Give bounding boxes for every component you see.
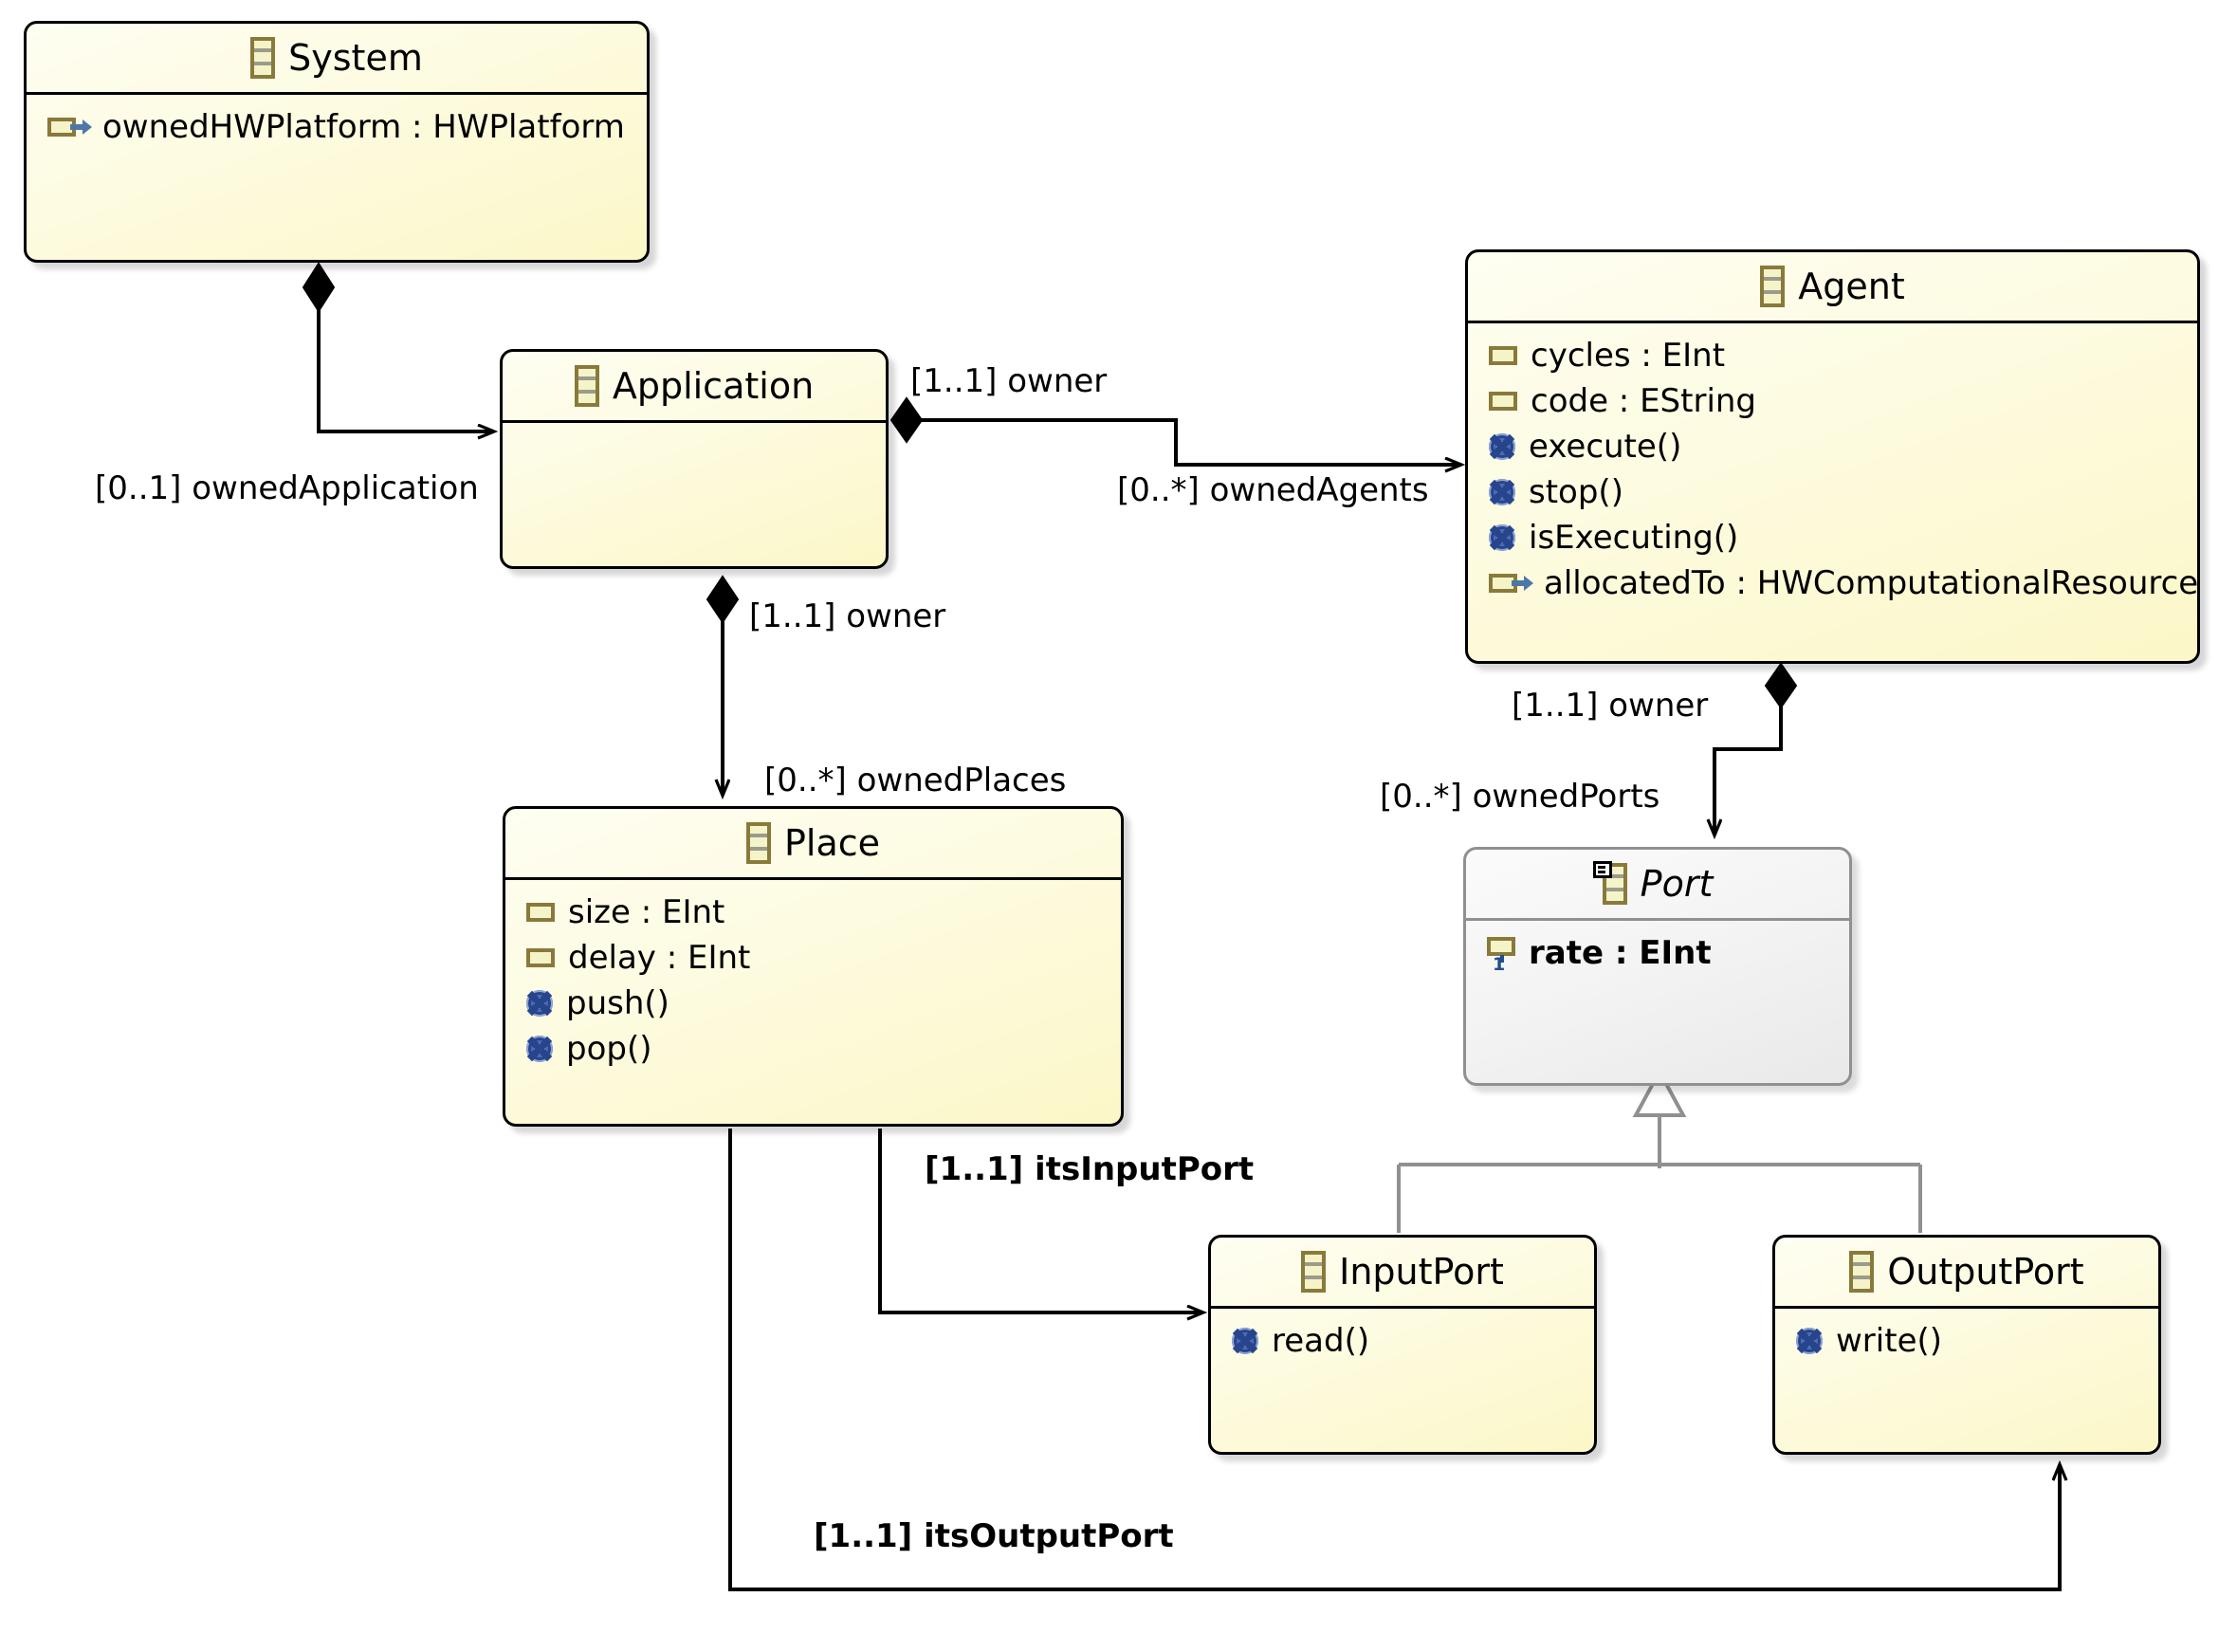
edge-label-its-output-port: [1..1] itsOutputPort xyxy=(814,1517,1174,1555)
edge-label-its-input-port: [1..1] itsInputPort xyxy=(925,1150,1255,1188)
member-label: stop() xyxy=(1529,473,1623,511)
edge-label-owned-places: [0..*] ownedPlaces xyxy=(764,762,1067,799)
abstract-class-icon xyxy=(1592,861,1627,905)
member-row: delay : EInt xyxy=(526,935,1121,981)
member-row: stop() xyxy=(1489,469,2197,515)
class-body-system: ownedHWPlatform : HWPlatform xyxy=(27,95,647,150)
member-row: 1 rate : EInt xyxy=(1487,930,1849,976)
class-header-port: Port xyxy=(1466,850,1849,921)
class-box-port[interactable]: Port 1 rate : EInt xyxy=(1463,847,1852,1086)
class-icon xyxy=(574,365,599,407)
operation-icon xyxy=(1796,1328,1823,1354)
class-icon xyxy=(1760,266,1786,307)
class-icon xyxy=(1301,1251,1327,1293)
edge-label-owner-port: [1..1] owner xyxy=(1512,687,1709,725)
class-header-outputport: OutputPort xyxy=(1775,1238,2158,1309)
member-row: ownedHWPlatform : HWPlatform xyxy=(47,104,647,150)
class-box-outputport[interactable]: OutputPort write() xyxy=(1772,1235,2161,1455)
class-name-application: Application xyxy=(612,365,815,407)
class-body-application xyxy=(503,423,886,432)
class-header-place: Place xyxy=(505,809,1121,880)
operation-icon xyxy=(1489,479,1515,505)
class-box-inputport[interactable]: InputPort read() xyxy=(1208,1235,1597,1455)
member-label: execute() xyxy=(1529,428,1682,466)
member-label: size : EInt xyxy=(568,893,725,931)
member-row: write() xyxy=(1796,1318,2158,1364)
class-name-inputport: InputPort xyxy=(1339,1251,1504,1293)
operation-icon xyxy=(526,1036,553,1062)
edge-label-owner-place: [1..1] owner xyxy=(749,597,946,635)
class-name-outputport: OutputPort xyxy=(1887,1251,2084,1293)
class-name-agent: Agent xyxy=(1798,266,1905,307)
link-application-agent xyxy=(889,396,1460,465)
class-body-place: size : EInt delay : EInt push() pop() xyxy=(505,880,1121,1072)
class-body-inputport: read() xyxy=(1211,1309,1594,1364)
member-row: cycles : EInt xyxy=(1489,333,2197,378)
member-row: pop() xyxy=(526,1026,1121,1072)
member-row: size : EInt xyxy=(526,890,1121,935)
attribute-icon xyxy=(1489,346,1517,365)
class-name-system: System xyxy=(288,37,423,79)
reference-icon xyxy=(47,118,92,137)
member-row: push() xyxy=(526,981,1121,1026)
class-icon xyxy=(250,37,276,79)
class-box-system[interactable]: System ownedHWPlatform : HWPlatform xyxy=(24,21,650,263)
operation-icon xyxy=(1489,524,1515,551)
class-header-application: Application xyxy=(503,352,886,423)
member-label: isExecuting() xyxy=(1529,519,1739,557)
class-body-port: 1 rate : EInt xyxy=(1466,921,1849,976)
class-box-agent[interactable]: Agent cycles : EInt code : EString execu… xyxy=(1465,249,2200,664)
link-system-application xyxy=(302,262,493,431)
class-icon xyxy=(1849,1251,1875,1293)
edge-label-owned-application: [0..1] ownedApplication xyxy=(95,469,479,507)
class-header-agent: Agent xyxy=(1468,252,2197,323)
class-icon xyxy=(745,822,771,864)
member-row: code : EString xyxy=(1489,378,2197,424)
member-label: code : EString xyxy=(1531,382,1757,420)
member-row: isExecuting() xyxy=(1489,515,2197,560)
member-row: allocatedTo : HWComputationalResource xyxy=(1489,560,2197,606)
class-header-system: System xyxy=(27,24,647,95)
operation-icon xyxy=(526,990,553,1017)
edge-label-owner-agent: [1..1] owner xyxy=(910,362,1108,400)
reference-icon xyxy=(1489,574,1533,593)
class-name-place: Place xyxy=(783,822,881,864)
member-label: rate : EInt xyxy=(1529,934,1712,972)
member-label: allocatedTo : HWComputationalResource xyxy=(1544,564,2199,602)
class-box-place[interactable]: Place size : EInt delay : EInt push() po… xyxy=(503,806,1124,1127)
abstract-badge-icon xyxy=(1592,861,1612,878)
member-label: push() xyxy=(566,984,669,1022)
attribute-icon: 1 xyxy=(1487,937,1515,974)
class-header-inputport: InputPort xyxy=(1211,1238,1594,1309)
member-label: ownedHWPlatform : HWPlatform xyxy=(102,108,625,146)
member-row: execute() xyxy=(1489,424,2197,469)
edge-label-owned-ports: [0..*] ownedPorts xyxy=(1380,778,1660,816)
class-body-outputport: write() xyxy=(1775,1309,2158,1364)
link-generalization-port xyxy=(1397,1067,1922,1233)
member-label: delay : EInt xyxy=(568,939,751,977)
attribute-icon xyxy=(1489,392,1517,411)
member-row: read() xyxy=(1232,1318,1594,1364)
edge-label-owned-agents: [0..*] ownedAgents xyxy=(1117,471,1429,509)
link-agent-port xyxy=(1714,662,1798,835)
link-application-place xyxy=(706,575,740,795)
member-label: write() xyxy=(1836,1322,1943,1360)
member-label: pop() xyxy=(566,1030,652,1068)
class-name-port: Port xyxy=(1640,863,1714,905)
member-label: read() xyxy=(1272,1322,1370,1360)
class-body-agent: cycles : EInt code : EString execute() s… xyxy=(1468,323,2197,606)
member-label: cycles : EInt xyxy=(1531,337,1726,375)
attribute-icon xyxy=(526,903,555,922)
operation-icon xyxy=(1489,433,1515,460)
attribute-icon xyxy=(526,948,555,967)
operation-icon xyxy=(1232,1328,1258,1354)
multiplicity-marker: 1 xyxy=(1493,954,1506,975)
class-box-application[interactable]: Application xyxy=(500,349,889,569)
